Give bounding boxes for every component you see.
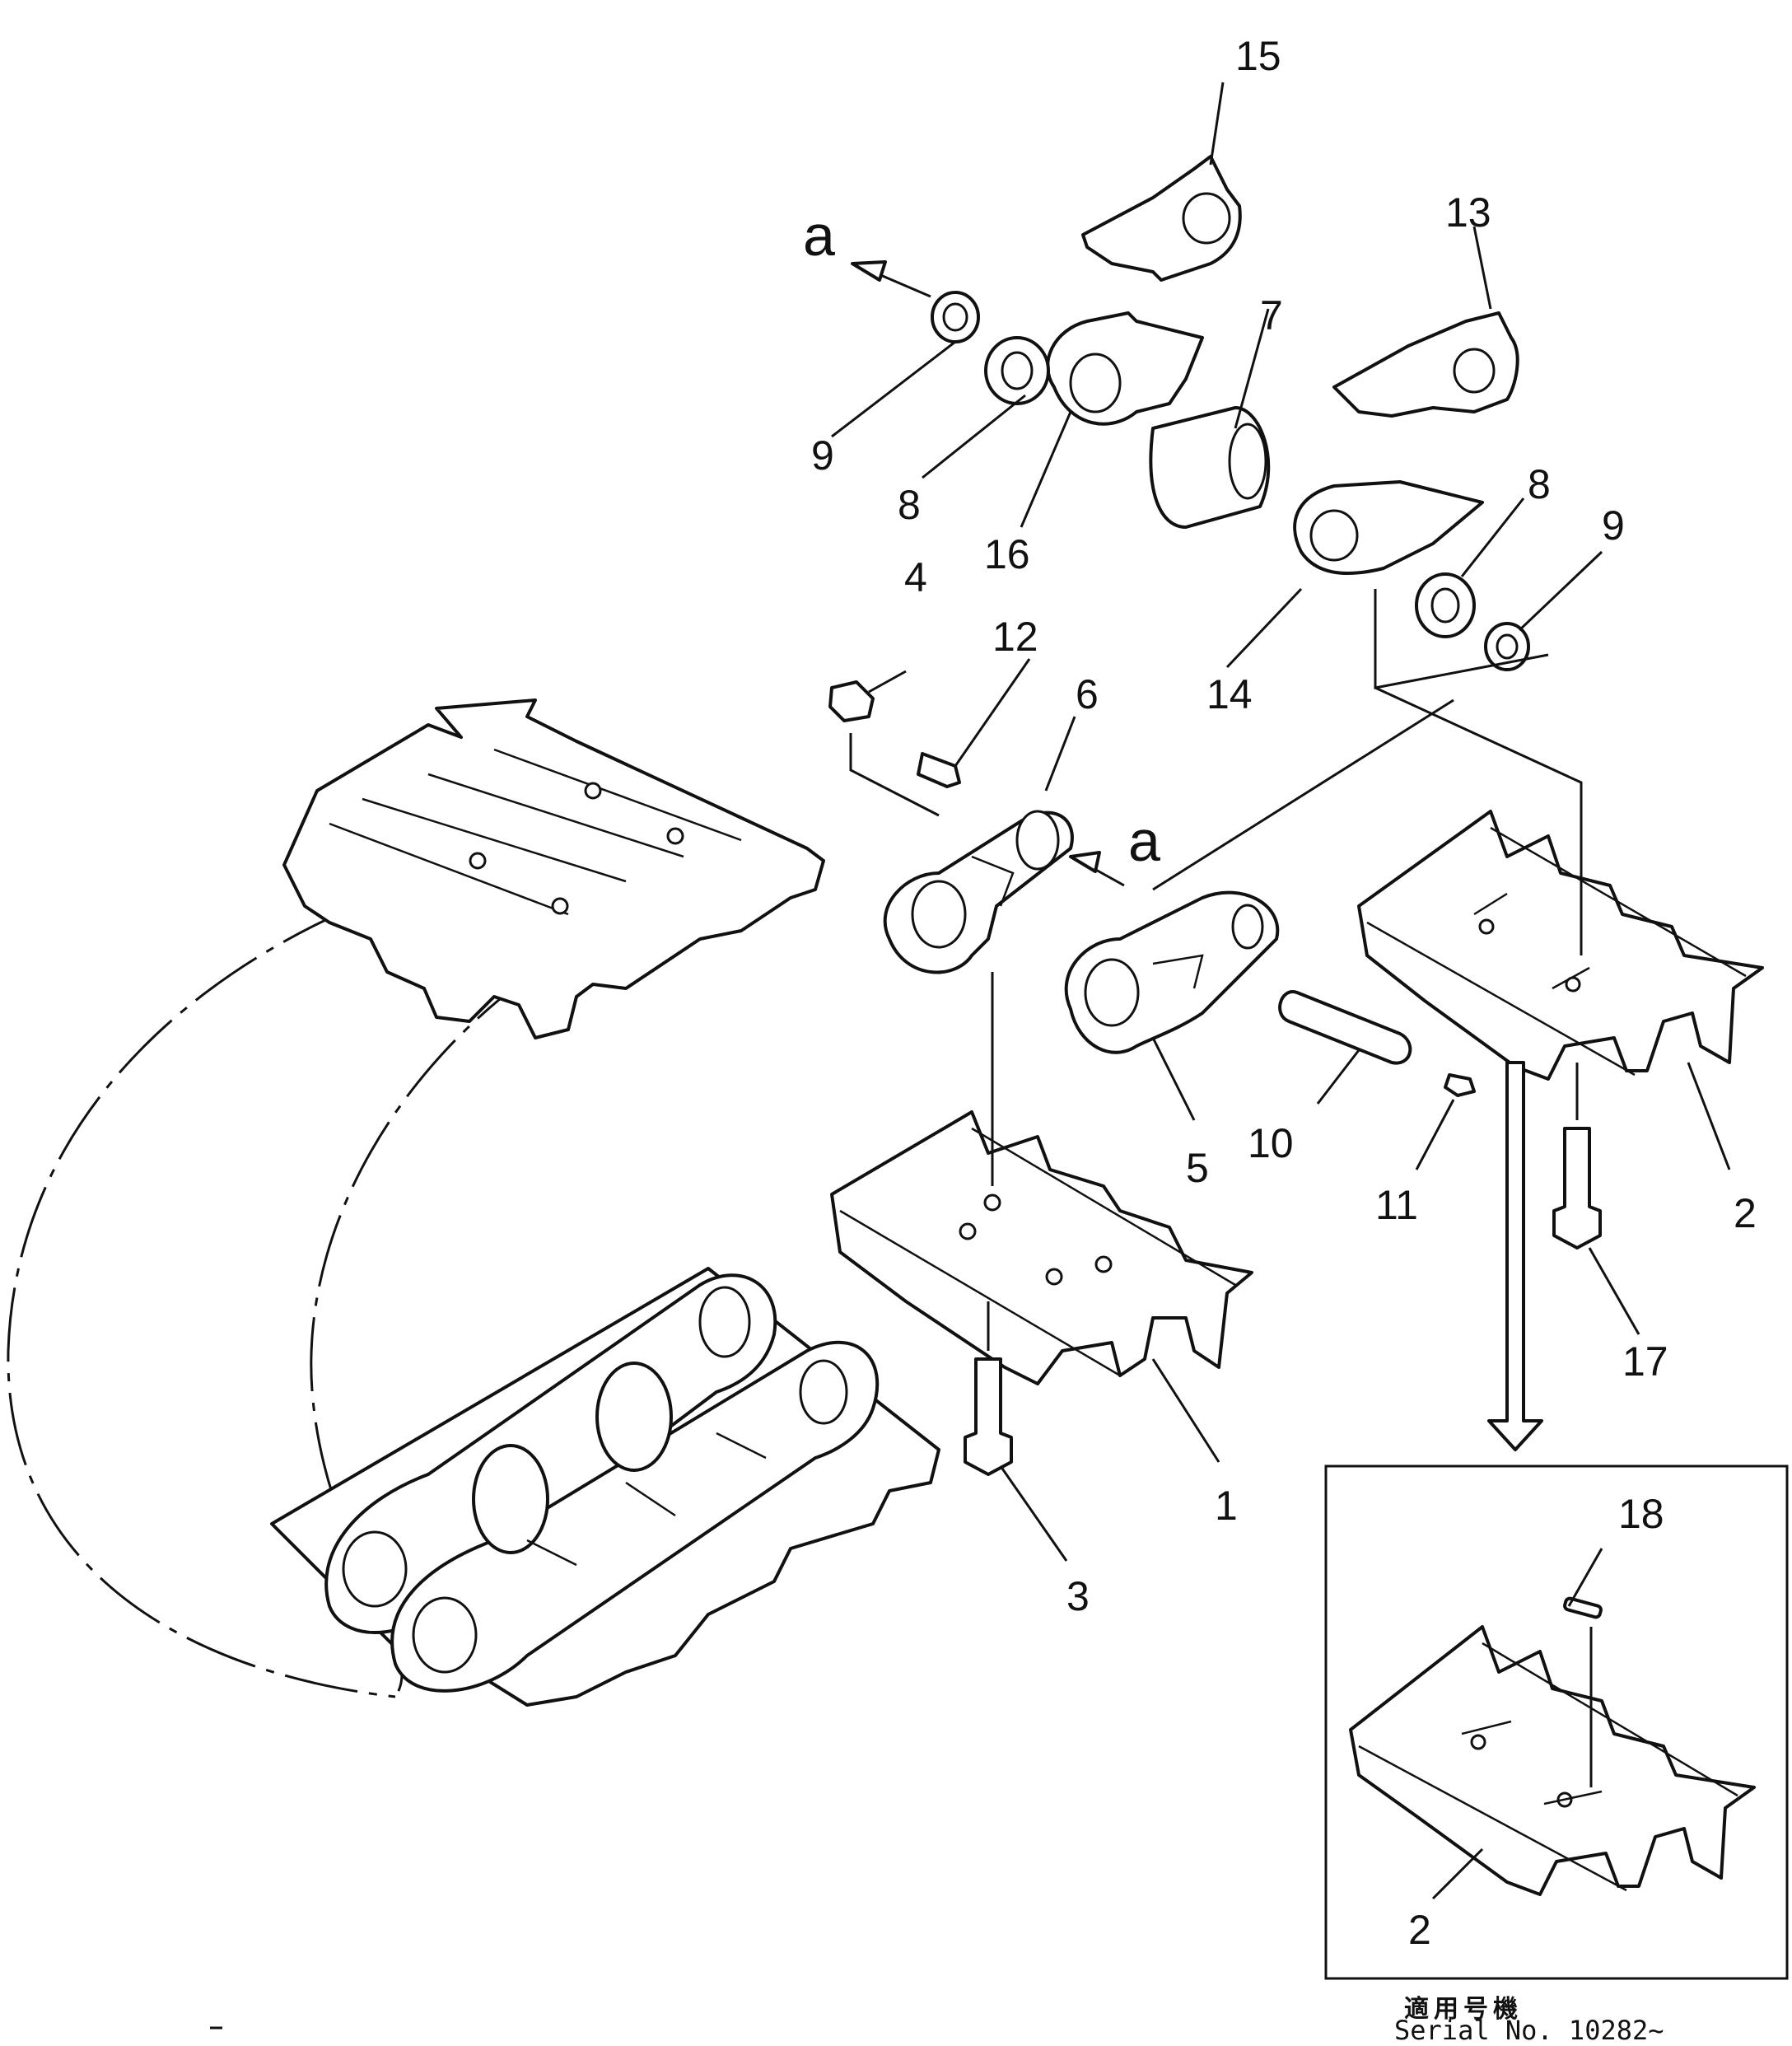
arrow-label-a-mid: a: [1128, 809, 1160, 873]
callout-13: 13: [1445, 189, 1491, 236]
down-arrow: [1487, 1061, 1543, 1451]
part-8-seal-right: [1415, 572, 1476, 638]
callout-3: 3: [1066, 1573, 1090, 1619]
part-9-spacer-left: [931, 291, 980, 343]
callout-7: 7: [1260, 292, 1283, 339]
callout-14: 14: [1206, 671, 1253, 717]
callout-8-right: 8: [1528, 461, 1551, 507]
callout-8-left: 8: [898, 482, 921, 528]
track-chain-assembly: [7, 698, 940, 1707]
part-15-master-link-half: [1081, 155, 1242, 282]
callout-11: 11: [1375, 1182, 1418, 1228]
part-10-pin: [1278, 990, 1412, 1065]
callout-18: 18: [1618, 1491, 1664, 1537]
track-shoe-1: [830, 1110, 1253, 1385]
callout-2-inset: 2: [1408, 1907, 1431, 1953]
part-18-pin: [1563, 1596, 1603, 1619]
callout-1: 1: [1215, 1483, 1238, 1529]
callout-16: 16: [984, 531, 1030, 577]
part-4-nut: [828, 680, 875, 722]
serial-label-jp: 適用号機: [1404, 1995, 1523, 2024]
part-16-master-link-half: [1046, 311, 1204, 426]
callout-17: 17: [1622, 1338, 1668, 1385]
part-17-bolt: [1552, 1127, 1602, 1250]
callout-10: 10: [1248, 1120, 1294, 1166]
track-shoe-2: [1357, 810, 1764, 1081]
callout-9-right: 9: [1602, 502, 1625, 549]
part-3-bolt: [964, 1357, 1013, 1476]
arrow-label-a-top: a: [803, 203, 835, 268]
callout-9-left: 9: [811, 432, 834, 479]
callout-6: 6: [1076, 671, 1099, 717]
callout-12: 12: [992, 614, 1038, 660]
serial-number: Serial No. 10282~: [1394, 2015, 1664, 2046]
part-8-seal-left: [984, 336, 1050, 405]
callout-5: 5: [1186, 1145, 1209, 1191]
part-12-bolt: [917, 752, 961, 788]
link-6: [828, 680, 1074, 1186]
callout-2: 2: [1734, 1190, 1757, 1236]
callout-4: 4: [904, 554, 927, 600]
part-9-spacer-right: [1484, 622, 1530, 671]
callout-15: 15: [1235, 33, 1281, 79]
part-11-cap: [1444, 1073, 1476, 1097]
inset-box: [1324, 1464, 1789, 1980]
link-5: [1064, 890, 1280, 1054]
leader-lines: [831, 82, 1731, 1900]
